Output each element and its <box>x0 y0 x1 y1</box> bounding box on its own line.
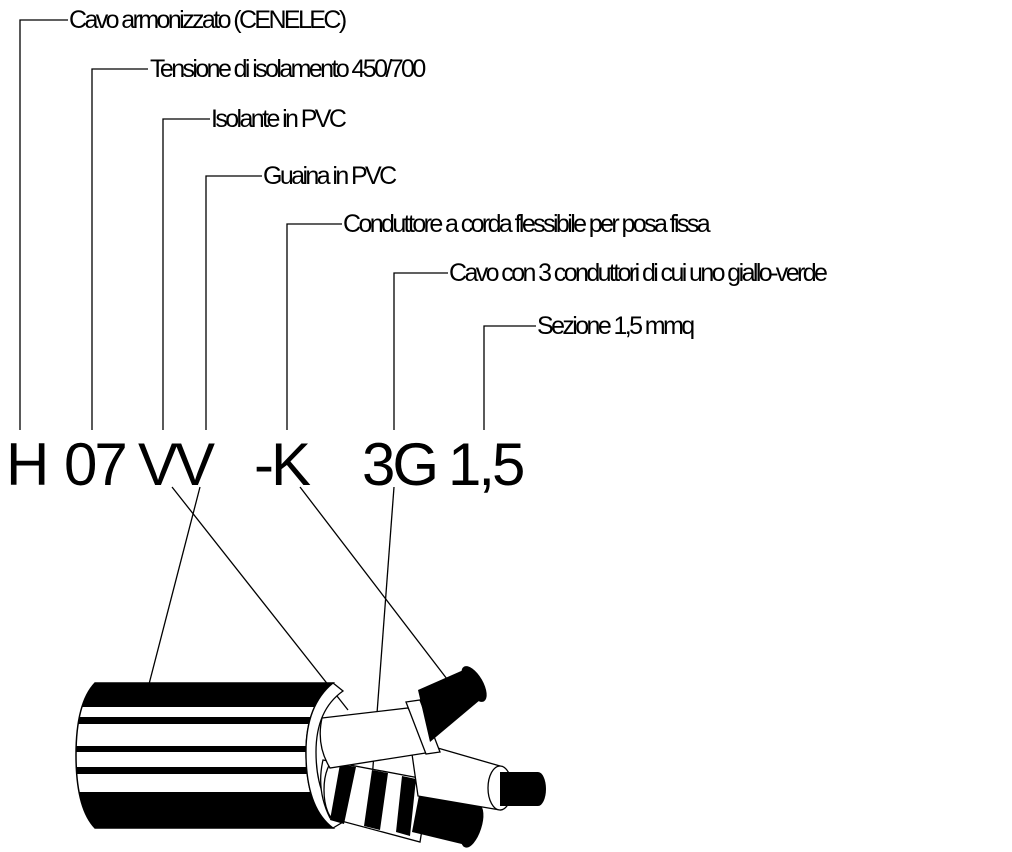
core-middle <box>409 739 546 811</box>
pointer-conductor <box>299 486 448 680</box>
callout-line-conductor <box>286 223 342 430</box>
callout-line-insulation <box>162 118 210 430</box>
label-pvc-sheath: Guaina in PVC <box>263 162 397 190</box>
pointer-insulation <box>171 486 349 711</box>
callout-line-cores <box>393 272 448 430</box>
cable-illustration <box>75 666 546 848</box>
label-insulation-voltage: Tensione di isolamento 450/700 <box>150 55 425 83</box>
label-cross-section: Sezione 1,5 mmq <box>537 312 694 340</box>
callout-line-harmonized <box>19 19 68 430</box>
outer-sheath <box>75 682 345 829</box>
pointer-sheath <box>147 486 201 689</box>
code-h: H <box>6 431 46 498</box>
callout-line-sheath <box>205 175 262 430</box>
callout-line-voltage <box>91 68 148 430</box>
label-three-cores: Cavo con 3 conduttori di cui uno giallo-… <box>449 259 827 287</box>
core-top <box>319 666 487 769</box>
label-harmonized-cable: Cavo armonizzato (CENELEC) <box>69 6 346 34</box>
code-section: 1,5 <box>448 431 523 498</box>
label-pvc-insulation: Isolante in PVC <box>211 105 347 133</box>
callout-line-section <box>483 325 536 430</box>
label-flexible-conductor: Conduttore a corda flessibile per posa f… <box>343 210 711 238</box>
code-vv: VV <box>138 431 215 498</box>
callout-lines <box>19 19 536 430</box>
code-07: 07 <box>64 431 125 498</box>
designation-code: H 07 VV -K 3G 1,5 <box>6 431 526 498</box>
code-3g: 3G <box>362 431 436 498</box>
callout-labels: Cavo armonizzato (CENELEC) Tensione di i… <box>69 6 830 340</box>
code-k: -K <box>254 431 311 498</box>
